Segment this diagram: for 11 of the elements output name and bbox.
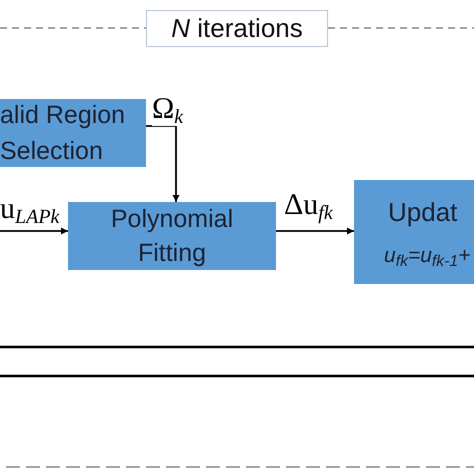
- process-box: [68, 202, 276, 270]
- arrow: [0, 228, 68, 234]
- formula: u$_{fk}$=u$_{fk-1}$+: [384, 242, 470, 272]
- node-title: alid Region Selection: [0, 100, 126, 167]
- process-box: [354, 180, 474, 284]
- iteration-box: [146, 10, 328, 47]
- node-title: Polynomial Fitting: [110, 204, 234, 269]
- node-title: Updat: [387, 196, 458, 229]
- arrow: [276, 228, 354, 234]
- arrow: [146, 125, 180, 202]
- node-title: N iterations: [171, 12, 303, 45]
